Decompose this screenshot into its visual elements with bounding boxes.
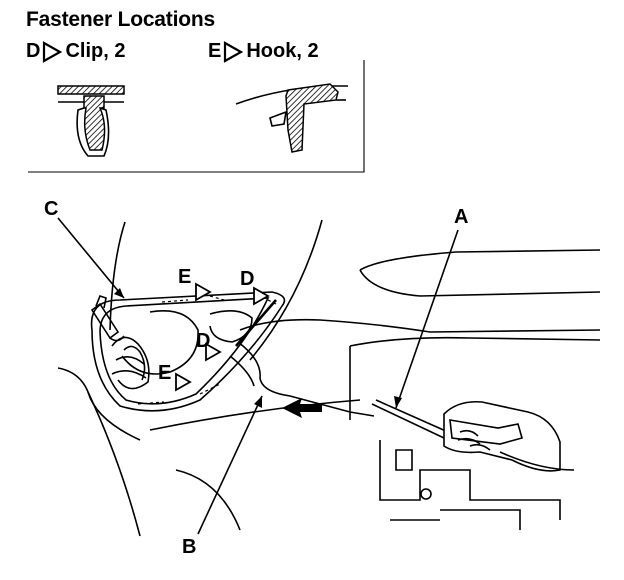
inset-frame [28, 60, 365, 173]
hand-with-screwdriver [371, 399, 575, 472]
fastener-triangle-icon [43, 40, 63, 63]
diagram-title: Fastener Locations [26, 8, 215, 31]
fastener-markers [175, 282, 277, 392]
marker-e-lower [175, 372, 192, 392]
headlight-housing [90, 291, 286, 412]
clip-detail-illustration [57, 85, 125, 157]
callout-d-lower: D [196, 330, 211, 352]
hook-detail-illustration [235, 83, 348, 153]
callout-a: A [454, 206, 469, 228]
legend-item-clip: D Clip, 2 [26, 40, 125, 63]
callout-b: B [182, 536, 197, 558]
callout-e-upper: E [178, 266, 192, 288]
callout-e-lower: E [158, 362, 172, 384]
lower-bracket [379, 440, 561, 530]
fastener-triangle-icon [224, 40, 244, 63]
legend-item-hook: E Hook, 2 [208, 40, 319, 63]
marker-d-lower [205, 342, 222, 362]
marker-e-upper [195, 282, 212, 302]
callout-d-upper: D [240, 268, 255, 290]
bumper-edge [229, 299, 375, 417]
marker-d-upper [253, 286, 270, 306]
legend-label: Clip, 2 [65, 40, 126, 62]
bulb-socket [90, 295, 125, 342]
vehicle-body-lines [57, 219, 601, 537]
callout-leaders [57, 217, 459, 535]
push-direction-arrow [282, 398, 322, 418]
callout-c: C [44, 198, 59, 220]
legend-label: Hook, 2 [246, 40, 319, 62]
legend-letter: E [208, 40, 222, 62]
legend-letter: D [26, 40, 41, 62]
